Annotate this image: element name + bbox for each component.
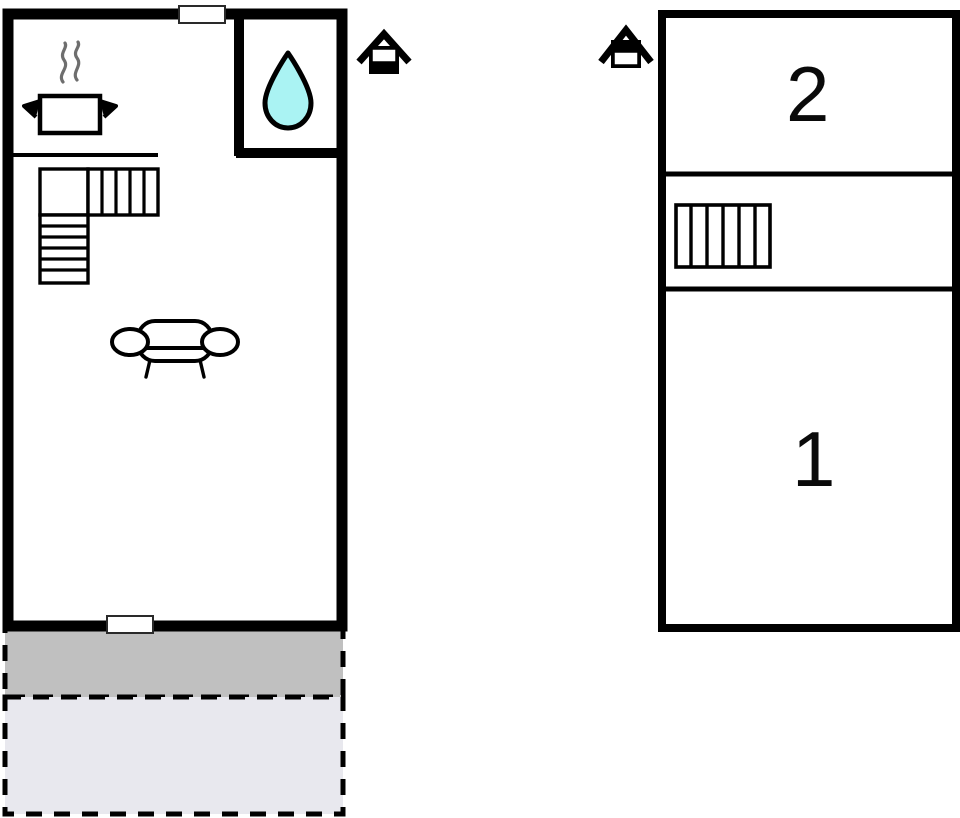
stair-upper-run — [86, 167, 160, 217]
house-window-shape — [371, 48, 397, 63]
house-roof-shape — [356, 28, 412, 65]
cooking-pot-icon[interactable] — [22, 40, 118, 136]
ground-floor-outer-wall[interactable] — [2, 8, 348, 632]
room-label-1: 1 — [792, 415, 836, 503]
open-terrace[interactable] — [2, 694, 346, 817]
sofa-leg-left — [144, 358, 152, 379]
room-label-2: 2 — [786, 50, 830, 138]
staircase-icon[interactable] — [674, 203, 772, 269]
terrace-group — [2, 622, 346, 817]
staircase-icon[interactable] — [38, 167, 160, 285]
house-orientation-icon[interactable] — [598, 24, 654, 68]
pot-handle-left — [22, 99, 41, 119]
stair-landing — [38, 167, 90, 217]
ground-floor-plan[interactable] — [2, 5, 412, 817]
sofa-leg-right — [198, 358, 206, 379]
house-roof-shape — [598, 24, 654, 65]
covered-terrace[interactable] — [2, 622, 346, 700]
water-drop-shape — [262, 50, 314, 131]
house-window-shape — [613, 51, 639, 66]
steam-icon — [59, 41, 68, 84]
upper-floor-plan[interactable] — [598, 10, 960, 632]
upper-floor-interior — [665, 17, 953, 625]
pot-body — [37, 93, 103, 136]
water-drop-icon[interactable] — [262, 50, 314, 131]
top-window-opening[interactable] — [178, 5, 226, 24]
steam-icon — [73, 40, 81, 82]
bottom-door-opening[interactable] — [106, 615, 154, 634]
upper-floor-outer-wall[interactable] — [658, 10, 960, 632]
sofa-icon[interactable] — [110, 319, 240, 379]
sofa-arm-left — [110, 327, 150, 357]
sofa-arm-right — [200, 327, 240, 357]
pot-handle-right — [99, 99, 118, 119]
house-orientation-icon[interactable] — [356, 28, 412, 74]
